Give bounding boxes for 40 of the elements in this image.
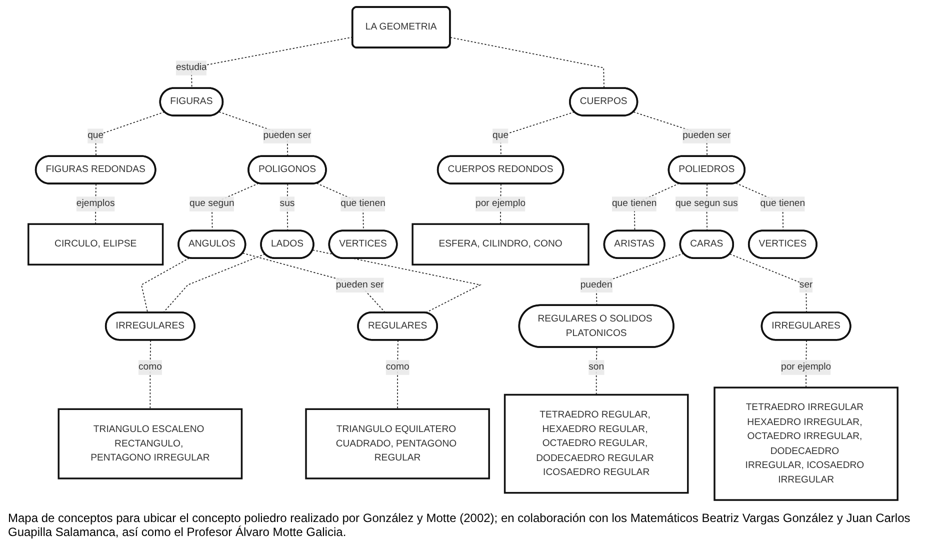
- node-box: [58, 408, 243, 480]
- connector: [162, 254, 266, 314]
- edge-label: que segun sus: [675, 198, 738, 209]
- edge-label: pueden ser: [263, 130, 312, 141]
- connector: [397, 340, 398, 410]
- edge-label: por ejemplo: [780, 362, 832, 372]
- connector: [190, 36, 354, 89]
- edge-label: que tienen: [612, 198, 657, 209]
- connector: [450, 37, 604, 89]
- concept-map: estudia que pueden ser ejemplos que segun sus que tienen pueden ser como como que pueden ser por ejemplo que tienen que segun sus que tienen pueden ser son por ejemplo LA GEOMETRIA FIGURAS CUERPOS FIGURAS REDONDAS POLIGONOS CIRCULO, ELIPSE ANGULOS LADOS VERTICES IRREGULARES REGULARES TRIANGULO ESCALENO RECTANGULO, PENTAGONO IRREGULAR TRIANGULO EQUILATERO CUADRADO, PENTAGONO REGULAR CUERPOS REDONDOS POLIEDROS ESFERA, CILINDRO, CONO ARISTAS CARAS VERTICES REGULARES O SOLIDOS PLATONICOS IRREGULARES TETRAEDRO REGULAR, HEXAEDRO REGULAR, OCTAEDRO REGULAR, DODECAEDRO REGULAR ICOSAEDRO REGULAR TETRAEDRO IRREGULAR HEXAEDRO IRREGULAR, OCTAEDRO IRREGULAR, DODECAEDRO IRREGULAR, ICOSAEDRO IRREGULAR: [3, 0, 923, 507]
- edge-label: pueden: [580, 279, 612, 290]
- node-box: [28, 223, 164, 266]
- node-box: [412, 223, 590, 266]
- edge-label: por ejemplo: [475, 198, 526, 209]
- connector: [242, 252, 386, 314]
- edge-label: que: [88, 130, 104, 141]
- edge-label: estudia: [176, 62, 207, 73]
- connector: [150, 340, 152, 410]
- connector: [730, 254, 807, 314]
- edge-label: son: [588, 362, 604, 372]
- edge-label: como: [386, 362, 410, 372]
- connector: [312, 250, 482, 314]
- connector: [596, 347, 598, 396]
- edge-label: que tienen: [340, 198, 386, 209]
- connector: [500, 112, 575, 157]
- edge-label: pueden ser: [336, 279, 384, 290]
- edge-label: como: [138, 362, 162, 372]
- node-box: [714, 386, 898, 501]
- edge-label: que segun: [190, 198, 234, 209]
- edge-label: que: [492, 130, 509, 141]
- edge-label: sus: [280, 198, 295, 209]
- edge-label: pueden ser: [682, 130, 731, 141]
- connector: [140, 258, 190, 314]
- edge-label: que tienen: [760, 198, 806, 209]
- node-box: [504, 394, 689, 494]
- edge-label: ser: [799, 279, 813, 290]
- caption: Mapa de conceptos para ubicar el concepto poliedro realizado por González y Motte (2002); en colaboración con los Matemáticos Beatriz Vargas González y Juan Carlos Guapilla Salamanca, así como el Profesor Álvaro Motte Galicia.: [7, 510, 912, 541]
- node-box: [305, 408, 490, 480]
- connector: [95, 111, 165, 157]
- edge-label: ejemplos: [76, 198, 115, 209]
